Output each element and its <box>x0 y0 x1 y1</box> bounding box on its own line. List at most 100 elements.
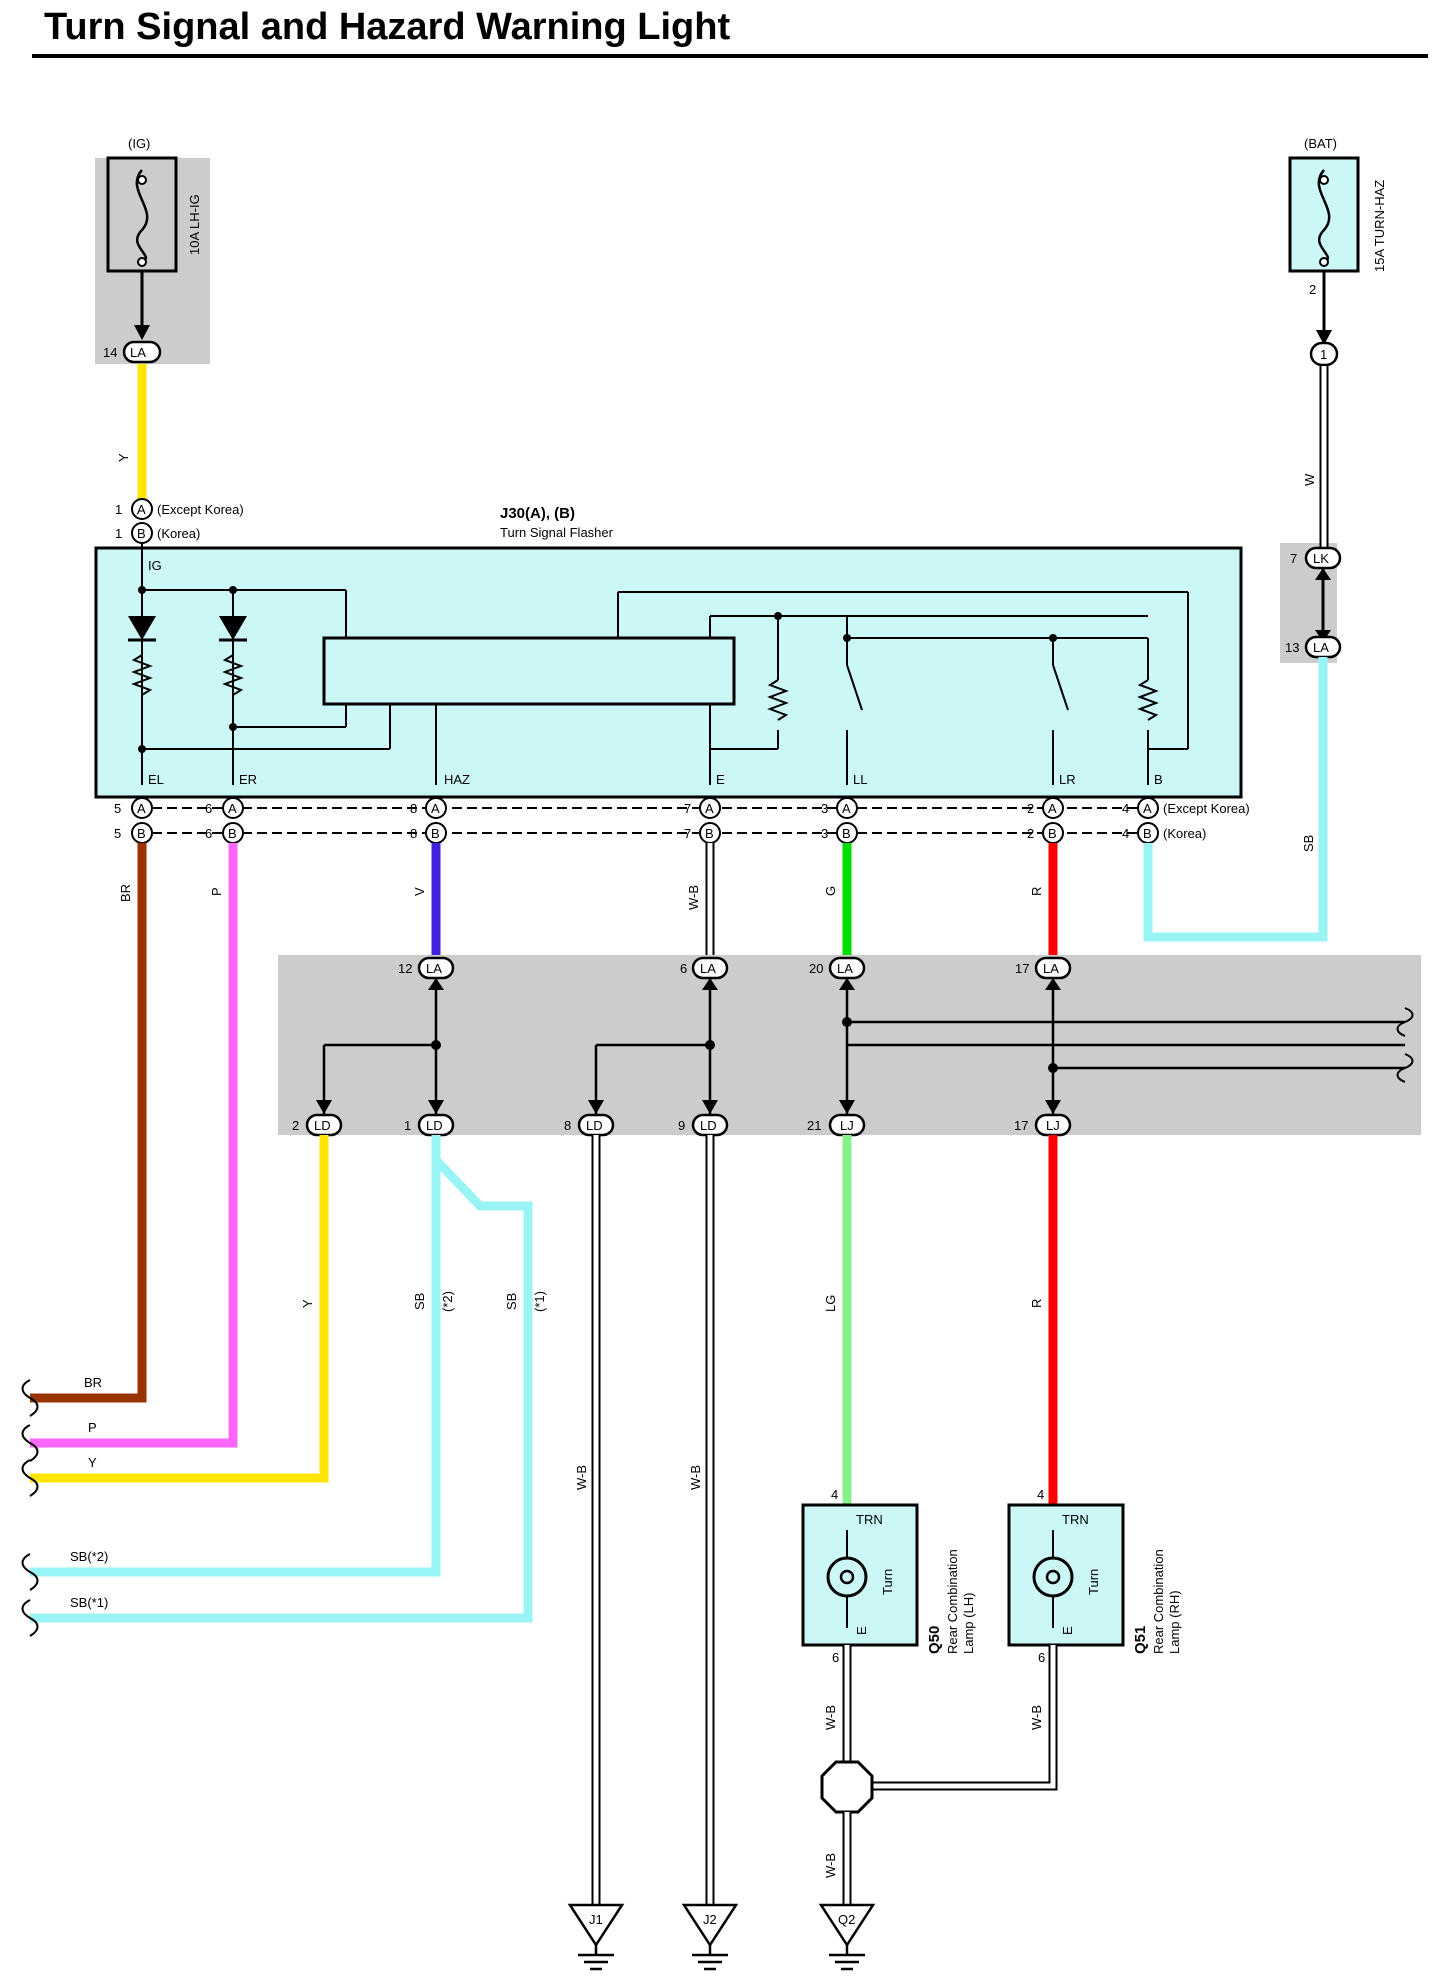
bat-connector-label: 1 <box>1320 347 1327 362</box>
q51-pin-out: 6 <box>1038 1650 1045 1665</box>
terminal-haz: HAZ <box>444 772 470 787</box>
splice-point <box>820 1760 874 1814</box>
out-conn-b-ll: B <box>842 826 851 841</box>
el-wire-color: BR <box>118 884 133 902</box>
pin-lr-b: 2 <box>1027 826 1034 841</box>
out-conn-a-b: A <box>1143 801 1152 816</box>
title-rule <box>32 54 1428 58</box>
ground-j1-label: J1 <box>589 1912 603 1927</box>
upper-conn-2: LA <box>837 961 853 976</box>
rear-lamp-rh <box>1007 1503 1125 1647</box>
q51-ground-wire <box>873 1645 1056 1789</box>
pin-b-a: 4 <box>1122 801 1129 816</box>
lk-conn-top-label: LK <box>1313 551 1329 566</box>
ld1-sb1-wire <box>30 1156 533 1623</box>
flasher-input-pin-b: 1 <box>115 526 122 541</box>
pin-e-b: 7 <box>684 826 691 841</box>
q50-bulb-label: Turn <box>880 1569 895 1595</box>
terminal-lr: LR <box>1059 772 1076 787</box>
ground-j1-icon <box>567 1903 625 1971</box>
bat-pin: 2 <box>1309 282 1316 297</box>
ld9-wire-color: W-B <box>688 1465 703 1490</box>
page-title: Turn Signal and Hazard Warning Light <box>44 6 731 48</box>
rear-lamp-lh <box>801 1503 919 1647</box>
pin-haz-a: 8 <box>410 801 417 816</box>
ig-connector-label: LA <box>130 345 146 360</box>
ig-connector <box>122 340 162 364</box>
flasher-output-connectors <box>131 797 1159 844</box>
flasher-name: Turn Signal Flasher <box>500 525 614 540</box>
upper-conn-1: LA <box>700 961 716 976</box>
out-conn-b-haz: B <box>431 826 440 841</box>
out-conn-a-lr: A <box>1048 801 1057 816</box>
flasher-ig-label: IG <box>148 558 162 573</box>
pin-ll-b: 3 <box>821 826 828 841</box>
ig-pin: 14 <box>103 345 117 360</box>
er-wire <box>30 843 238 1448</box>
junction-internal-wiring <box>322 978 1405 1115</box>
bat-feed-color: W <box>1302 473 1317 486</box>
upper-conn-0: LA <box>426 961 442 976</box>
q51-pin-in: 4 <box>1037 1487 1044 1502</box>
terminal-b: B <box>1154 772 1163 787</box>
upper-pin-1: 6 <box>680 961 687 976</box>
out-conn-b-e: B <box>705 826 714 841</box>
lower-conn-1: LD <box>426 1118 443 1133</box>
q50-name-2: Lamp (LH) <box>961 1593 976 1654</box>
q50-name-1: Rear Combination <box>945 1549 960 1654</box>
flasher-input-variant-b: (Korea) <box>157 526 200 541</box>
lj17-wire-color: R <box>1029 1299 1044 1308</box>
lk-sb-color: SB <box>1301 835 1316 852</box>
exit-y: Y <box>88 1455 97 1470</box>
pin-er-a: 6 <box>205 801 212 816</box>
out-conn-a-el: A <box>137 801 146 816</box>
terminal-e: E <box>716 772 725 787</box>
lower-pin-1: 1 <box>404 1118 411 1133</box>
flasher-output-variant-a: (Except Korea) <box>1163 801 1250 816</box>
bat-fuse-label: 15A TURN-HAZ <box>1372 180 1387 272</box>
q50-top-label: TRN <box>856 1512 883 1527</box>
flasher-diodes <box>128 586 1057 753</box>
turn-signal-flasher <box>94 546 1243 799</box>
er-wire-color: P <box>209 887 224 896</box>
ground-q2-label: Q2 <box>838 1912 855 1927</box>
e-wire-color: W-B <box>686 885 701 910</box>
bat-fuse <box>1288 156 1360 273</box>
exit-p: P <box>88 1420 97 1435</box>
ld1-sb2-note: (*2) <box>440 1291 455 1312</box>
flasher-internal-circuit <box>131 543 1189 785</box>
splice-ground-color: W-B <box>823 1853 838 1878</box>
junction-break-marks <box>1396 1007 1414 1083</box>
out-conn-b-b: B <box>1143 826 1152 841</box>
out-conn-a-ll: A <box>842 801 851 816</box>
lower-pin-5: 17 <box>1014 1118 1028 1133</box>
junction-dots-arrows <box>316 978 1061 1114</box>
upper-conn-3: LA <box>1043 961 1059 976</box>
lower-conn-2: LD <box>586 1118 603 1133</box>
out-conn-b-lr: B <box>1048 826 1057 841</box>
flasher-input-variant-a: (Except Korea) <box>157 502 244 517</box>
bat-connector <box>1309 341 1339 367</box>
pin-e-a: 7 <box>684 801 691 816</box>
q51-bottom-label: E <box>1060 1626 1075 1635</box>
upper-pin-0: 12 <box>398 961 412 976</box>
ig-feed-color: Y <box>116 453 131 462</box>
terminal-ll: LL <box>853 772 867 787</box>
exit-sb2: SB(*2) <box>70 1549 108 1564</box>
lk-sb-wire <box>1143 657 1328 942</box>
q51-code: Q51 <box>1132 1626 1149 1654</box>
lk-conn-bottom-label: LA <box>1313 640 1329 655</box>
pin-el-b: 5 <box>114 826 121 841</box>
out-conn-a-haz: A <box>431 801 440 816</box>
ground-j2-icon <box>681 1903 739 1971</box>
ig-source-label: (IG) <box>128 136 150 151</box>
ld1-sb1-color: SB <box>504 1293 519 1310</box>
q51-name-1: Rear Combination <box>1151 1549 1166 1654</box>
q51-ground-color: W-B <box>1029 1705 1044 1730</box>
upper-pin-3: 17 <box>1015 961 1029 976</box>
terminal-el: EL <box>148 772 164 787</box>
lower-conn-0: LD <box>314 1118 331 1133</box>
lower-pin-3: 9 <box>678 1118 685 1133</box>
terminal-er: ER <box>239 772 257 787</box>
exit-sb1: SB(*1) <box>70 1595 108 1610</box>
